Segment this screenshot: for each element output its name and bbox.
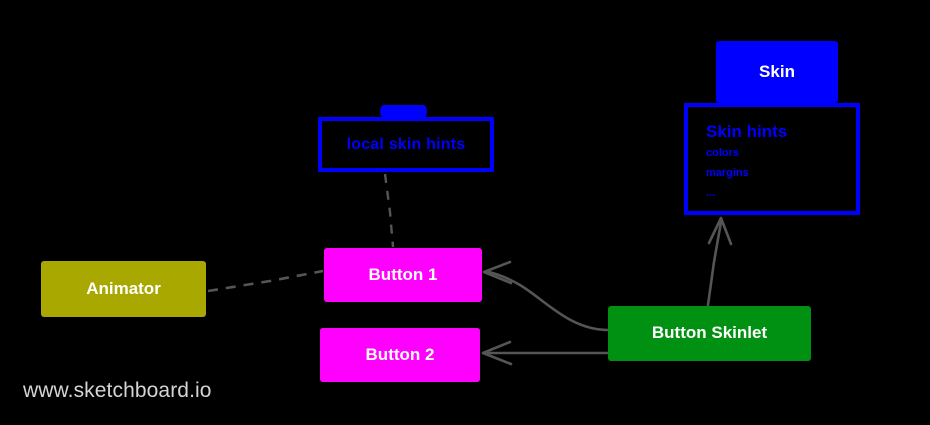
node-button-skinlet[interactable]: Button Skinlet <box>608 306 811 361</box>
node-animator[interactable]: Animator <box>41 261 206 317</box>
node-animator-label: Animator <box>86 278 161 298</box>
node-button1[interactable]: Button 1 <box>324 248 482 302</box>
edge-button-skinlet-to-button1 <box>487 270 610 332</box>
skin-hints-item-colors: colors <box>706 146 740 159</box>
node-local-skin-hints-label: local skin hints <box>346 135 466 153</box>
node-button2[interactable]: Button 2 <box>320 328 480 382</box>
node-skin-hints-title: Skin hints <box>706 122 788 141</box>
edge-local-skin-hints-to-button1 <box>383 173 395 248</box>
node-button1-label: Button 1 <box>368 264 438 284</box>
arrowhead-button2 <box>481 340 513 366</box>
skin-hints-item-ellipsis: ... <box>706 186 716 199</box>
arrowhead-skin-hints <box>707 216 733 246</box>
local-skin-hints-tab-marker <box>380 105 427 118</box>
node-skin-label: Skin <box>759 61 795 81</box>
node-skin-hints[interactable]: Skin hints colors margins ... <box>684 103 860 215</box>
watermark: www.sketchboard.io <box>23 379 212 402</box>
node-button-skinlet-label: Button Skinlet <box>651 323 768 343</box>
node-local-skin-hints[interactable]: local skin hints <box>318 117 494 172</box>
skin-hints-item-margins: margins <box>706 166 749 179</box>
node-button2-label: Button 2 <box>365 344 435 364</box>
edge-animator-to-button1 <box>207 269 324 293</box>
node-skin[interactable]: Skin <box>716 41 838 103</box>
arrowhead-button1 <box>482 260 513 285</box>
edge-button-skinlet-to-skin-hints <box>706 220 723 307</box>
